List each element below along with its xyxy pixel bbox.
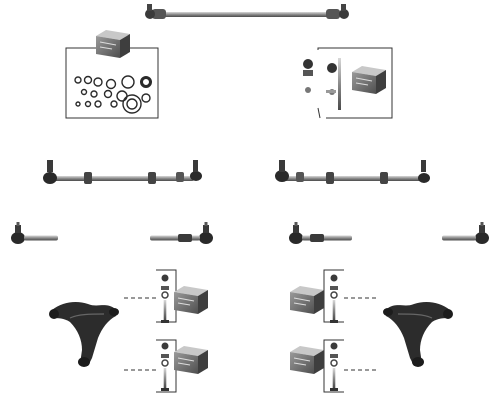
bolt-nut-kit-icon <box>124 339 209 393</box>
seal-ring-kit-icon <box>65 29 159 119</box>
tie-rod-end-icon <box>442 222 489 244</box>
tie-rod-assembly-icon <box>275 160 430 184</box>
tie-rod-end-icon <box>11 222 58 244</box>
control-arm-icon <box>48 301 120 368</box>
control-arm-icon <box>382 301 454 368</box>
tie-rod-assembly-icon <box>43 160 202 184</box>
tie-rod-end-icon <box>289 222 352 244</box>
tie-rod-end-icon <box>150 222 213 244</box>
bolt-nut-kit-icon <box>289 269 378 324</box>
bolt-nut-kit-icon <box>289 339 378 393</box>
bolt-nut-kit-icon <box>303 47 393 134</box>
steering-rod-icon <box>145 4 349 19</box>
bolt-nut-kit-icon <box>124 269 209 324</box>
